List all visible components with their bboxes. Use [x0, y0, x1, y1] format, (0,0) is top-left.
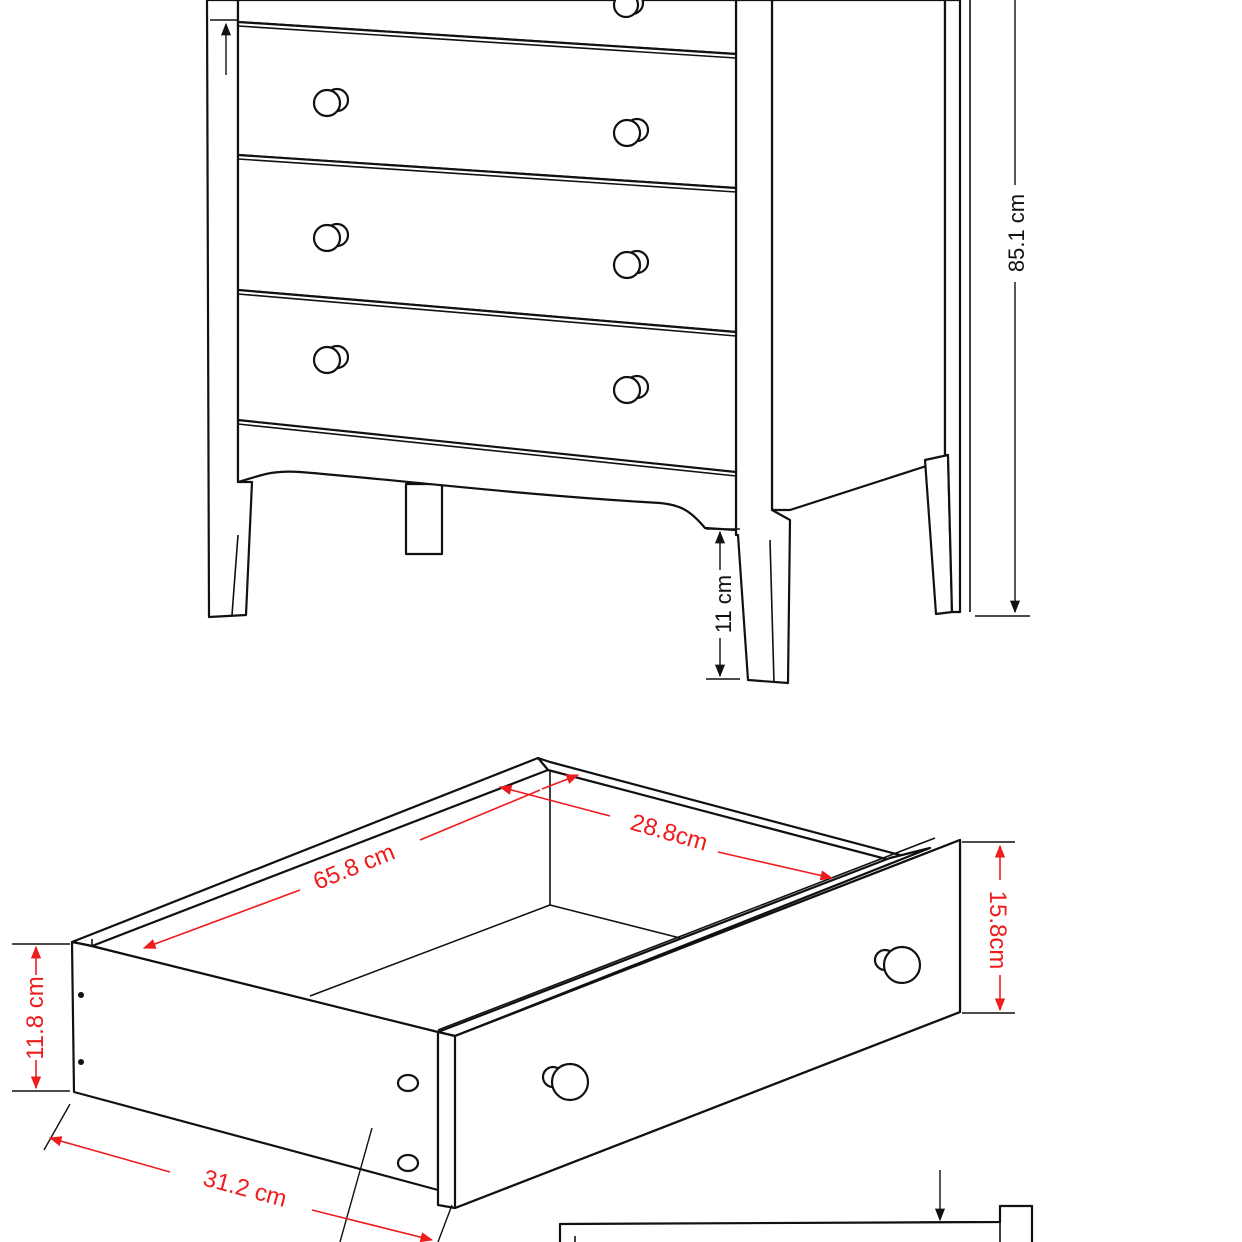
dresser-apron: [236, 418, 738, 532]
partial-panel: [558, 1204, 1034, 1242]
dresser-side-panel: [770, 0, 947, 512]
dresser-drawing: 85.1 cm 11 cm: [205, 0, 1030, 685]
knob: [612, 374, 650, 405]
side-depth-extension-left: [43, 1103, 71, 1151]
knob: [312, 87, 350, 118]
inner-width-arrow-left: [498, 784, 611, 817]
side-height-label: 11.8 cm: [22, 976, 49, 1060]
side-depth-label: 31.2 cm: [200, 1165, 289, 1213]
knob: [612, 249, 650, 280]
knob: [312, 222, 350, 253]
dresser-right-post: [734, 0, 792, 685]
drawer-inner-bottom-right: [549, 904, 681, 939]
knob: [312, 344, 350, 375]
knob: [612, 0, 645, 19]
side-depth-extension-right: [339, 1127, 373, 1242]
knob: [612, 117, 650, 148]
dresser-side-edge: [943, 0, 962, 614]
drawer-gap-line: [237, 25, 737, 59]
inner-length-arrow-top: [541, 774, 580, 790]
drawer-gap-line: [237, 293, 737, 337]
dowel-hole: [396, 1073, 420, 1093]
drawer-left-top-edge: [70, 756, 550, 948]
drawer-gap-line: [237, 423, 737, 477]
drawer-knob: [873, 945, 922, 985]
inner-length-arrow-bottom: [142, 889, 301, 949]
dresser-drawer-4: [236, 288, 738, 474]
leg-height-label: 11 cm: [711, 575, 736, 633]
drawer-gap-line: [237, 158, 737, 193]
dresser-left-post-line: [231, 534, 239, 616]
dresser-left-post: [205, 0, 254, 619]
inner-width-label: 28.8cm: [628, 809, 711, 857]
side-depth-arrow-right: [311, 1209, 434, 1242]
side-depth-arrow-left: [48, 1136, 171, 1173]
drawer-inner-bottom-left: [309, 904, 551, 997]
total-height-label: 85.1 cm: [1004, 194, 1029, 272]
dresser-right-post-line: [769, 539, 775, 684]
inner-width-arrow-right: [717, 851, 834, 881]
drawer-knob: [541, 1062, 590, 1102]
drawer-back-panel: [536, 756, 902, 862]
screw-hole: [78, 1059, 84, 1065]
drawer-drawing: 65.8 cm 28.8cm 15.8cm 11.8 cm 31.2 cm: [12, 756, 1015, 1242]
drawer-left-inner-edge: [73, 941, 439, 1033]
side-depth-extension-far: [437, 1204, 453, 1242]
dresser-back-left-leg: [404, 482, 444, 556]
front-height-label: 15.8cm: [984, 891, 1011, 970]
partial-drawing: [558, 1170, 1034, 1242]
inner-length-line-top: [419, 789, 541, 841]
drawer-front-face: [453, 838, 962, 1210]
dowel-hole: [396, 1153, 420, 1173]
drawer-front-top-edge: [437, 837, 936, 1031]
screw-hole: [78, 992, 84, 998]
drawer-left-side-panel: [70, 940, 440, 1192]
